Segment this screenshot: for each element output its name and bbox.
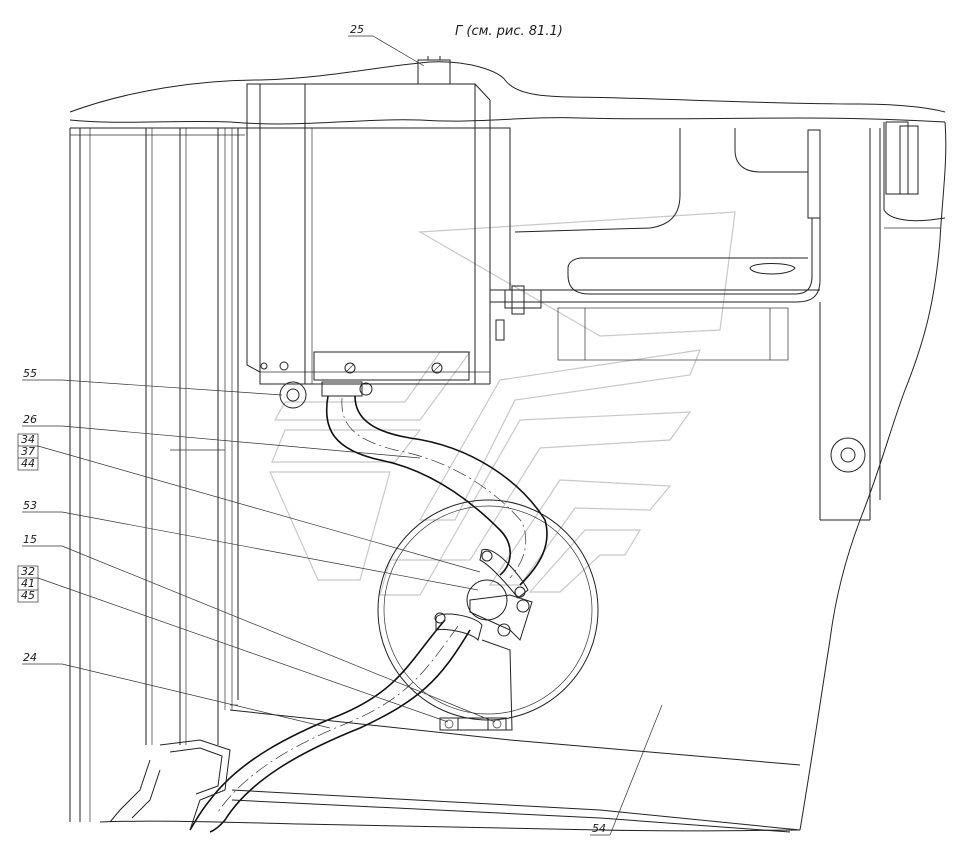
callout-26: 26	[23, 413, 37, 426]
wheel-circle	[377, 499, 599, 721]
callout-45: 45	[21, 589, 35, 602]
lower-bracket	[439, 639, 513, 731]
hose-upper	[325, 395, 548, 599]
callout-24: 24	[23, 651, 37, 664]
leader-lines	[17, 35, 663, 836]
callout-15: 15	[23, 533, 37, 546]
break-line-bottom	[99, 820, 801, 832]
callout-44: 44	[21, 457, 35, 470]
clamp-strip	[279, 351, 470, 409]
mounting-bracket	[490, 127, 821, 361]
callout-32: 32	[21, 565, 35, 578]
view-title: Г (см. рис. 81.1)	[455, 24, 563, 39]
callout-54: 54	[592, 822, 606, 835]
break-line-mid	[69, 117, 946, 125]
callout-34: 34	[21, 433, 35, 446]
break-line-right	[799, 121, 947, 831]
bottom-profile	[109, 709, 801, 833]
callout-53: 53	[23, 499, 37, 512]
left-frame	[69, 127, 490, 822]
right-channel	[819, 121, 946, 521]
callout-37: 37	[21, 445, 35, 458]
hose-lower	[189, 612, 483, 833]
callout-25: 25	[350, 23, 364, 36]
watermark-logo	[269, 211, 736, 596]
wheel-circle-inner	[383, 505, 593, 715]
break-line-top	[69, 61, 946, 113]
callout-41: 41	[21, 577, 35, 590]
callout-55: 55	[23, 367, 37, 380]
housing-box	[246, 56, 491, 385]
connector-ball	[466, 579, 533, 641]
